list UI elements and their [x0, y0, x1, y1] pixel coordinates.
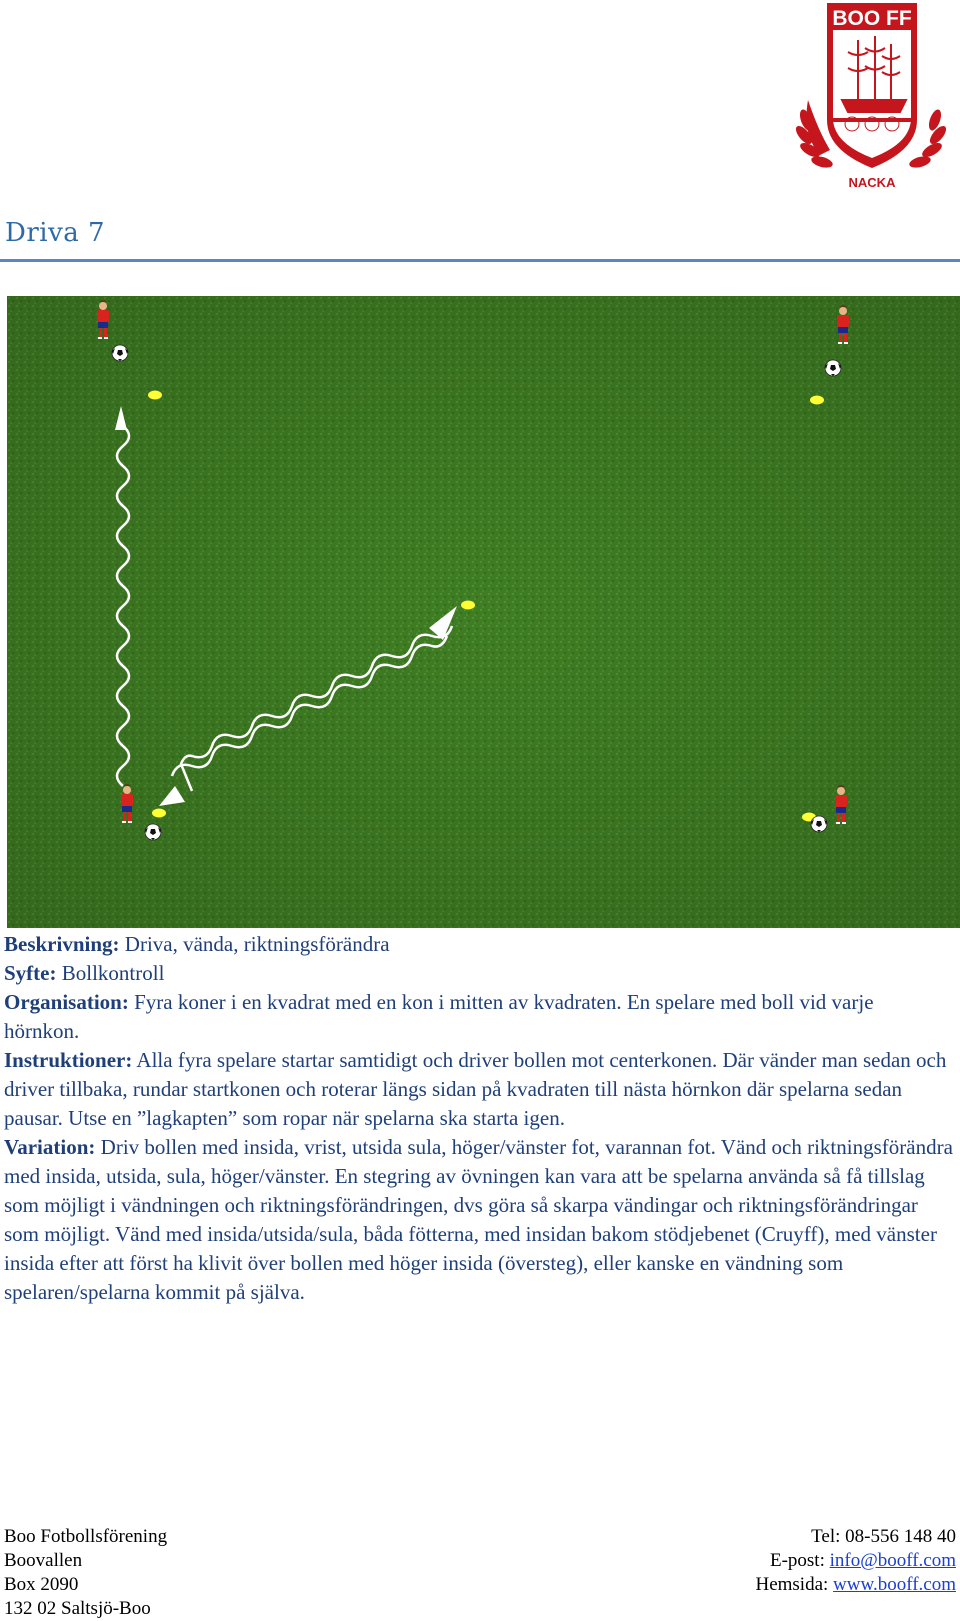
cone-top-left — [148, 390, 162, 400]
variation-label: Variation: — [4, 1135, 96, 1159]
footer-web-label: Hemsida: — [755, 1574, 834, 1595]
beskrivning-line: Beskrivning: Driva, vända, riktningsförä… — [4, 930, 954, 959]
footer-email-label: E-post: — [769, 1550, 830, 1571]
logo-name: BOO FF — [832, 7, 911, 30]
footer-org: Boo Fotbollsförening — [4, 1526, 168, 1547]
logo-sub: NACKA — [849, 175, 897, 190]
training-field-diagram — [7, 296, 960, 928]
title-divider — [0, 259, 960, 262]
organisation-text: Fyra koner i en kvadrat med en kon i mit… — [4, 990, 874, 1043]
footer-box: Box 2090 — [4, 1574, 79, 1595]
organisation-label: Organisation: — [4, 990, 129, 1014]
footer-address: Boo Fotbollsförening Boovallen Box 2090 … — [4, 1525, 167, 1621]
footer-postal: 132 02 Saltsjö-Boo — [4, 1598, 151, 1619]
dribble-path-diagonal-return — [179, 625, 454, 792]
ball-top-left — [111, 344, 129, 362]
ball-bottom-left — [144, 823, 162, 841]
instruktioner-text: Alla fyra spelare startar samtidigt och … — [4, 1048, 947, 1130]
footer-tel: Tel: 08-556 148 40 — [811, 1526, 956, 1547]
exercise-description: Beskrivning: Driva, vända, riktningsförä… — [4, 930, 954, 1307]
arrow-head-diagonal-return — [159, 786, 185, 806]
footer-contact: Tel: 08-556 148 40 E-post: info@booff.co… — [755, 1525, 956, 1597]
syfte-line: Syfte: Bollkontroll — [4, 959, 954, 988]
arrow-head-vertical — [115, 406, 127, 430]
ball-top-right — [824, 359, 842, 377]
club-logo: BOO FF NACKA — [790, 0, 960, 196]
footer-email-line: E-post: info@booff.com — [755, 1549, 956, 1573]
footer-web-line: Hemsida: www.booff.com — [755, 1573, 956, 1597]
beskrivning-label: Beskrivning: — [4, 932, 120, 956]
syfte-label: Syfte: — [4, 961, 57, 985]
instruktioner-line: Instruktioner: Alla fyra spelare startar… — [4, 1046, 954, 1133]
cone-bottom-left — [152, 808, 166, 818]
beskrivning-text: Driva, vända, riktningsförändra — [119, 932, 390, 956]
cone-top-right — [810, 395, 824, 405]
syfte-text: Bollkontroll — [56, 961, 165, 985]
variation-text: Driv bollen med insida, vrist, utsida su… — [4, 1135, 953, 1304]
variation-line: Variation: Driv bollen med insida, vrist… — [4, 1133, 954, 1307]
cone-center — [461, 600, 475, 610]
arrow-head-diagonal-out — [429, 606, 457, 640]
footer-venue: Boovallen — [4, 1550, 83, 1571]
dribble-path-vertical — [115, 425, 131, 787]
page-title: Driva 7 — [5, 218, 106, 248]
instruktioner-label: Instruktioner: — [4, 1048, 133, 1072]
dribble-path-diagonal-out — [170, 635, 449, 777]
organisation-line: Organisation: Fyra koner i en kvadrat me… — [4, 988, 954, 1046]
ball-bottom-right — [810, 815, 828, 833]
email-link[interactable]: info@booff.com — [829, 1550, 956, 1571]
website-link[interactable]: www.booff.com — [833, 1574, 956, 1595]
